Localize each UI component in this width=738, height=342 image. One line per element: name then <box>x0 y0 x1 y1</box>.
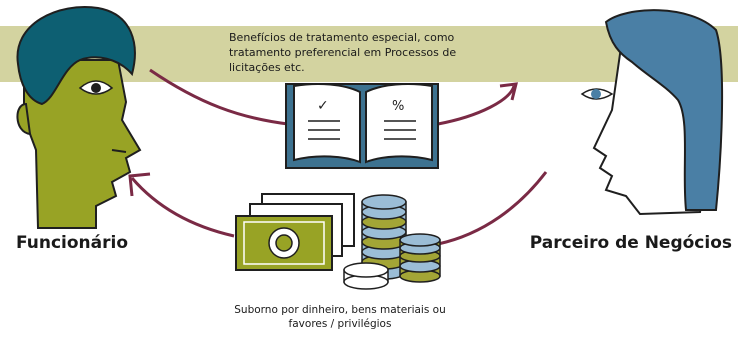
partner-figure <box>580 9 724 216</box>
employee-eye-pupil <box>91 83 101 93</box>
partner-label: Parceiro de Negócios <box>529 233 732 253</box>
bottom-caption-line-2: favores / privilégios <box>288 318 392 330</box>
book-right-page <box>365 83 433 164</box>
coin-loose <box>343 262 389 290</box>
top-arrow-head <box>499 82 518 101</box>
top-arrow-right-part <box>437 85 516 126</box>
book-icon: ✓ % <box>285 83 439 169</box>
book-left-page <box>293 83 361 164</box>
bottom-caption: Suborno por dinheiro, bens materiais ou … <box>220 303 460 331</box>
book-right-lines <box>384 120 416 140</box>
employee-ear <box>16 102 32 136</box>
bottom-arrow-right-part <box>437 171 548 246</box>
bill-inner-border <box>243 221 325 265</box>
partner-eye-pupil <box>591 89 601 99</box>
bottom-arrow-head <box>128 172 151 197</box>
book-left-lines <box>308 120 340 140</box>
bottom-caption-line-1: Suborno por dinheiro, bens materiais ou <box>234 304 446 316</box>
employee-hair <box>16 6 136 106</box>
employee-face <box>23 59 142 229</box>
top-arrow-left-part <box>149 68 289 126</box>
coin-stack-short <box>399 233 441 283</box>
employee-mouth <box>111 149 127 153</box>
money-icon <box>235 193 441 290</box>
employee-label: Funcionário <box>16 233 129 253</box>
bottom-arrow-left-part <box>130 177 235 238</box>
book-check-mark: ✓ <box>317 98 329 114</box>
employee-figure <box>16 6 142 229</box>
partner-hair <box>604 9 724 211</box>
bill-medallion-inner <box>275 234 293 252</box>
book-percent-mark: % <box>392 99 404 114</box>
top-caption: Benefícios de tratamento especial, como … <box>229 31 457 74</box>
